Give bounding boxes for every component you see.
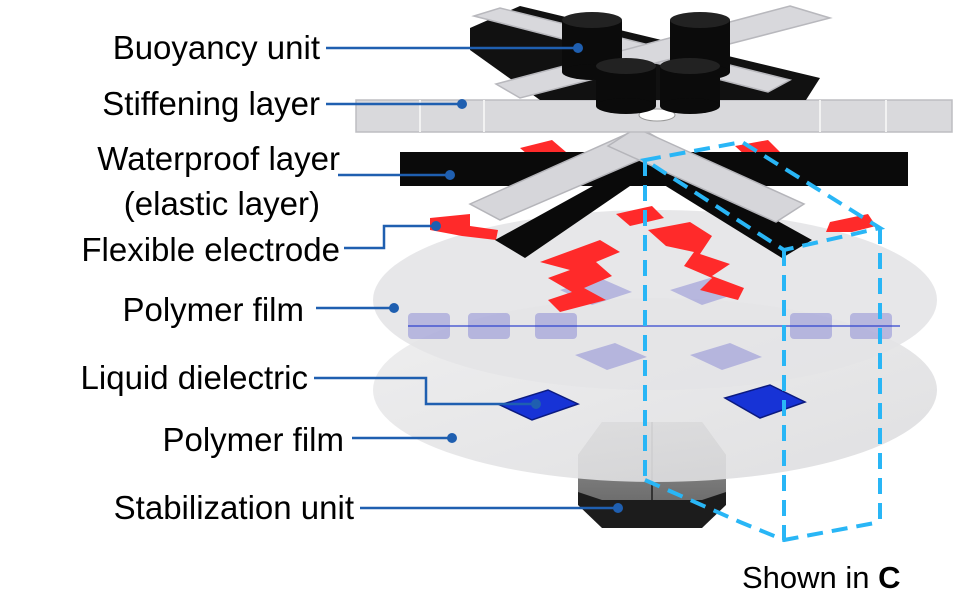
label-stiffening-layer: Stiffening layer	[102, 85, 320, 122]
shown-in-c-caption: Shown in C	[742, 560, 901, 596]
caption-prefix: Shown in	[742, 560, 879, 595]
label-flexible-electrode: Flexible electrode	[81, 231, 340, 268]
label-polymer-film-top: Polymer film	[122, 291, 304, 328]
caption-ref: C	[878, 560, 901, 595]
polymer-film-top	[373, 210, 937, 390]
label-stabilization-unit: Stabilization unit	[113, 489, 354, 526]
stiffening-cross	[468, 127, 806, 223]
label-elastic-layer: (elastic layer)	[123, 185, 320, 222]
shown-in-c-dashed-box	[639, 139, 886, 543]
leader-dots	[389, 43, 623, 513]
leader-lines	[314, 46, 618, 510]
label-polymer-film-bottom: Polymer film	[162, 421, 344, 458]
buoyancy-unit	[562, 12, 730, 114]
label-waterproof-layer: Waterproof layer	[97, 140, 340, 177]
label-buoyancy-unit: Buoyancy unit	[112, 29, 320, 66]
label-liquid-dielectric: Liquid dielectric	[80, 359, 308, 396]
